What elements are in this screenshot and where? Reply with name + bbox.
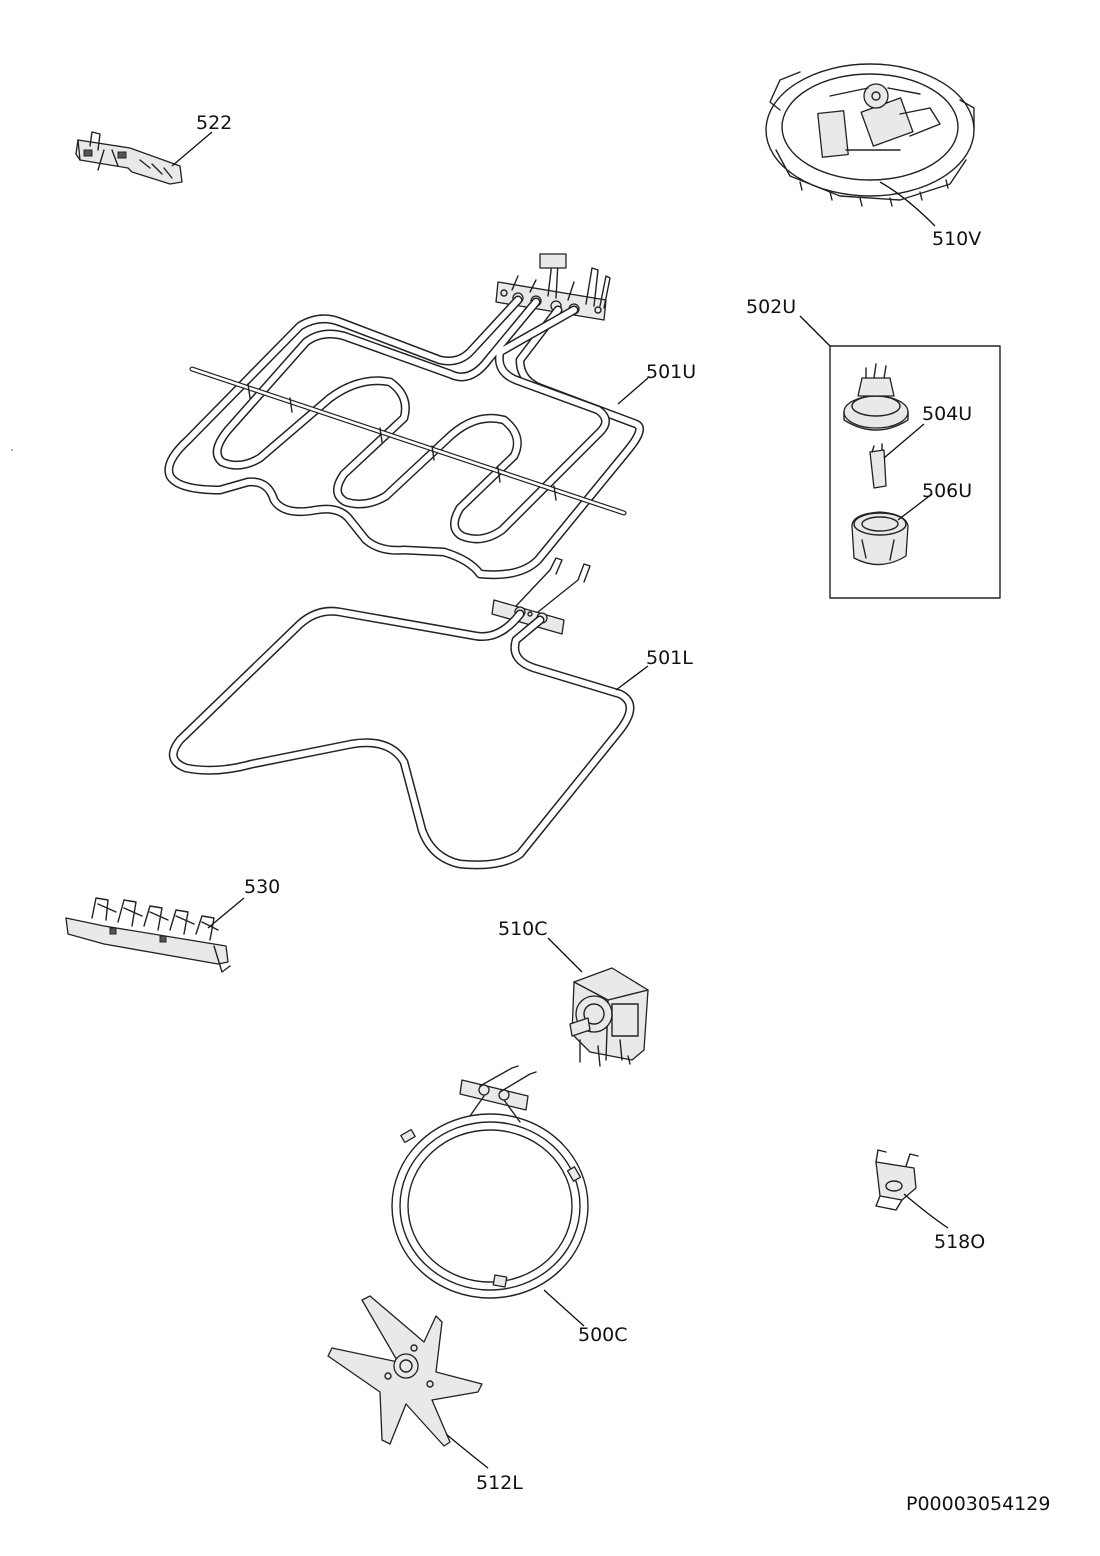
part-501L-lower-heating-element[interactable] bbox=[168, 557, 635, 870]
part-522-terminal-bracket[interactable] bbox=[75, 131, 183, 185]
label-501L: 501L bbox=[646, 647, 693, 669]
part-510C-fan-motor[interactable] bbox=[569, 967, 649, 1067]
part-510V-fan-cover[interactable] bbox=[765, 63, 975, 207]
part-501U-upper-heating-element[interactable] bbox=[164, 253, 645, 580]
label-530: 530 bbox=[244, 876, 280, 898]
part-504U-lamp-bulb[interactable] bbox=[869, 443, 887, 489]
label-502U: 502U bbox=[746, 296, 796, 318]
part-506U-lamp-cover[interactable] bbox=[851, 511, 909, 566]
leader-530 bbox=[207, 897, 245, 929]
part-530-terminal-strip[interactable] bbox=[65, 897, 231, 973]
part-502U-lamp-holder[interactable] bbox=[843, 363, 909, 431]
leader-504U bbox=[883, 423, 925, 459]
label-510V: 510V bbox=[932, 228, 981, 250]
leader-510V bbox=[879, 181, 936, 227]
stray-dot bbox=[11, 449, 13, 451]
label-500C: 500C bbox=[578, 1324, 628, 1346]
part-502U-box bbox=[829, 345, 1001, 599]
part-518O-thermal-cutout[interactable] bbox=[875, 1149, 919, 1211]
part-512L-fan-blade[interactable] bbox=[327, 1295, 483, 1447]
leader-522 bbox=[171, 131, 213, 167]
label-506U: 506U bbox=[922, 480, 972, 502]
leader-510C bbox=[547, 937, 583, 973]
leader-500C bbox=[543, 1289, 585, 1327]
part-500C-circular-heating-element[interactable] bbox=[391, 1065, 589, 1299]
label-504U: 504U bbox=[922, 403, 972, 425]
diagram-code: P00003054129 bbox=[906, 1493, 1050, 1515]
label-501U: 501U bbox=[646, 361, 696, 383]
leader-512L bbox=[445, 1433, 489, 1469]
label-510C: 510C bbox=[498, 918, 548, 940]
leader-518O bbox=[903, 1193, 949, 1229]
leader-501L bbox=[615, 665, 649, 691]
leader-506U bbox=[897, 493, 933, 521]
label-512L: 512L bbox=[476, 1472, 523, 1494]
label-522: 522 bbox=[196, 112, 232, 134]
label-518O: 518O bbox=[934, 1231, 985, 1253]
leader-502U bbox=[799, 315, 831, 347]
leader-501U bbox=[617, 377, 649, 405]
